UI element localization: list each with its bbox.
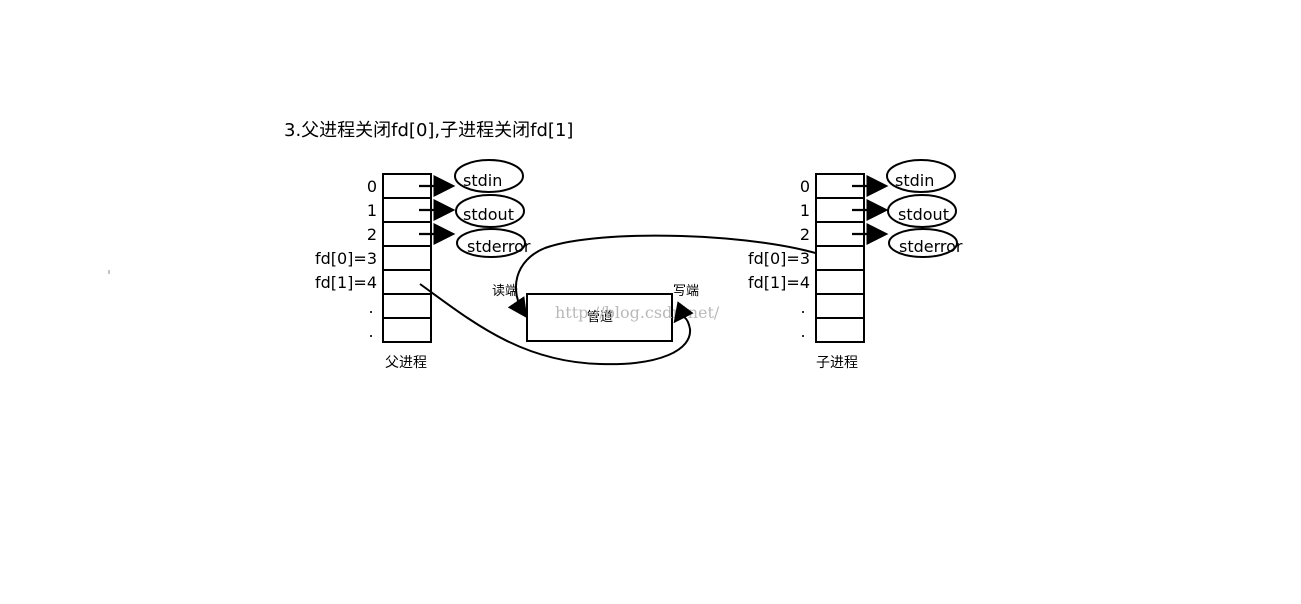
- parent-process: 0 1 2 fd[0]=3 fd[1]=4 . . stdin stdout s…: [315, 159, 531, 371]
- child-stdin-oval: [886, 159, 956, 193]
- parent-stdout-oval: [455, 194, 525, 228]
- child-caption: 子进程: [816, 355, 858, 371]
- child-stdin-label: stdin: [895, 171, 934, 190]
- child-fd-table: [815, 173, 865, 343]
- child-fd-cell-3: [815, 245, 865, 271]
- diagram-title: 3.父进程关闭fd[0],子进程关闭fd[1]: [284, 120, 573, 141]
- parent-fd-cell-3: [382, 245, 432, 271]
- parent-caption: 父进程: [385, 355, 427, 371]
- child-row-label: 1: [800, 201, 810, 220]
- parent-row-label: 1: [367, 201, 377, 220]
- parent-stdout-label: stdout: [463, 205, 514, 224]
- child-read-to-pipe-read-end-curve: [507, 234, 829, 319]
- parent-fd-cell-4: [382, 269, 432, 295]
- parent-fd-cell-6: [382, 317, 432, 343]
- child-row-label: .: [800, 322, 805, 341]
- parent-stderror-label: stderror: [467, 237, 531, 256]
- child-stderror-label: stderror: [899, 237, 963, 256]
- child-process: 0 1 2 fd[0]=3 fd[1]=4 . . stdin stdout s…: [748, 159, 963, 371]
- child-fd-cell-6: [815, 317, 865, 343]
- child-row-label: 0: [800, 177, 810, 196]
- parent-row-label: .: [368, 322, 373, 341]
- parent-row-label: fd[1]=4: [315, 273, 377, 292]
- parent-stderror-oval: [456, 228, 526, 258]
- parent-fd-table: [382, 173, 432, 343]
- parent-row-label: 2: [367, 225, 377, 244]
- parent-row-label: 0: [367, 177, 377, 196]
- parent-row-label: .: [368, 298, 373, 317]
- pipe: 管道 读端 写端 http://blog.csdn.net/: [492, 284, 720, 342]
- parent-row-label: fd[0]=3: [315, 249, 377, 268]
- pipe-label: 管道: [587, 310, 613, 325]
- child-stdout-oval: [887, 194, 957, 228]
- parent-fd-cell-5: [382, 293, 432, 319]
- watermark: http://blog.csdn.net/: [555, 303, 720, 322]
- child-row-label: fd[1]=4: [748, 273, 810, 292]
- pipe-read-end-label: 读端: [492, 284, 518, 299]
- parent-stdin-label: stdin: [463, 171, 502, 190]
- child-stdout-label: stdout: [898, 205, 949, 224]
- child-row-label: 2: [800, 225, 810, 244]
- child-fd-cell-5: [815, 293, 865, 319]
- child-stderror-oval: [888, 228, 958, 258]
- parent-stdin-oval: [454, 159, 524, 193]
- child-row-label: fd[0]=3: [748, 249, 810, 268]
- child-fd-cell-4: [815, 269, 865, 295]
- child-row-label: .: [800, 298, 805, 317]
- parent-write-to-pipe-write-end-curve: [419, 283, 694, 366]
- pipe-write-end-label: 写端: [673, 284, 699, 299]
